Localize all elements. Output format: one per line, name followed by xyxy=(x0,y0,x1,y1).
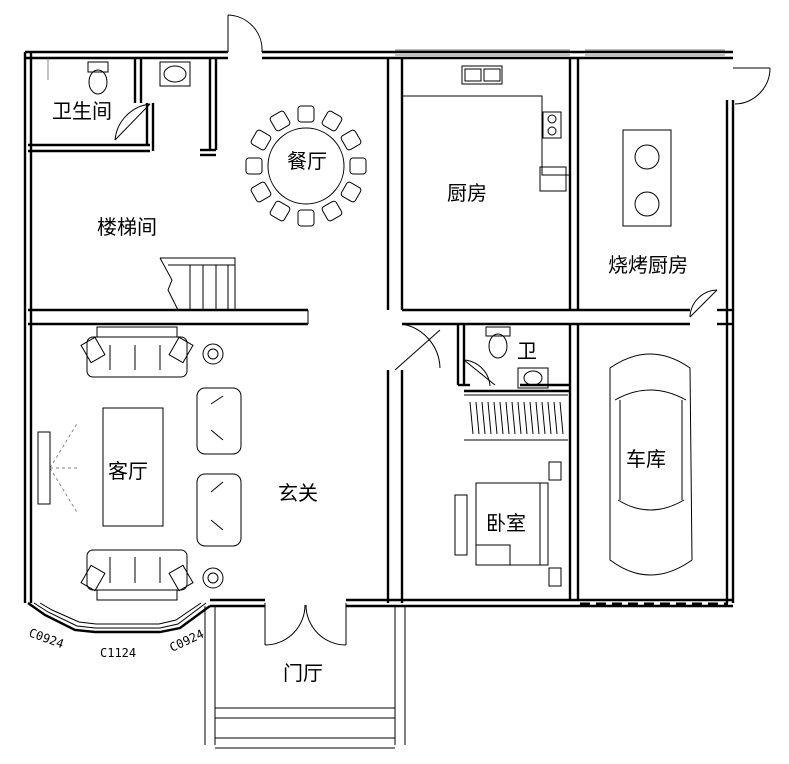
hanger xyxy=(529,401,534,435)
side-table-icons xyxy=(202,343,224,589)
fridge-icon xyxy=(539,166,567,192)
dining-chair xyxy=(250,181,272,203)
label-kitchen: 厨房 xyxy=(447,181,487,205)
kitchen-sink-icon xyxy=(461,65,503,85)
dining-table-top xyxy=(267,127,345,205)
windows-top xyxy=(395,49,725,56)
dining-chair xyxy=(269,110,291,132)
hanger xyxy=(523,401,528,435)
label-stairwell: 楼梯间 xyxy=(97,215,157,239)
hanger xyxy=(541,401,546,435)
coffee-table-icon xyxy=(102,407,164,527)
label-bedroom: 卧室 xyxy=(486,511,526,535)
dining-chair xyxy=(340,181,362,203)
hanger xyxy=(505,401,510,435)
hanger xyxy=(511,401,516,435)
hanger xyxy=(493,401,498,435)
label-garage: 车库 xyxy=(626,447,666,471)
dining-chair xyxy=(297,209,315,227)
basin-icon xyxy=(159,61,191,87)
interior-walls xyxy=(28,58,733,603)
bbq-grill-icon xyxy=(622,129,672,227)
label-window-bay-left: C0924 xyxy=(27,626,66,652)
stairs-icon xyxy=(159,257,236,311)
dining-table-icon xyxy=(245,105,367,227)
hanger xyxy=(475,401,480,435)
dining-chair xyxy=(340,129,362,151)
label-window-bay-right: C0924 xyxy=(167,627,206,655)
hanger xyxy=(481,401,486,435)
sofa-bottom-icon xyxy=(80,549,194,601)
label-porch: 门厅 xyxy=(283,661,323,685)
hanger xyxy=(469,401,474,435)
bay-window xyxy=(27,602,211,634)
stove-icon xyxy=(542,111,562,139)
small-basin-icon xyxy=(517,367,549,389)
hanger xyxy=(499,401,504,435)
hanger xyxy=(559,401,564,435)
label-living: 客厅 xyxy=(108,459,148,483)
label-small-bath: 卫 xyxy=(517,339,537,363)
hanger xyxy=(487,401,492,435)
car-icon xyxy=(609,353,693,576)
label-bbq-kitchen: 烧烤厨房 xyxy=(608,253,688,277)
sofa-top-icon xyxy=(80,326,194,378)
doors xyxy=(114,14,771,646)
small-toilet-icon xyxy=(485,326,511,359)
label-bathroom: 卫生间 xyxy=(52,99,112,123)
dining-chair xyxy=(245,157,263,175)
hanger xyxy=(517,401,522,435)
label-foyer: 玄关 xyxy=(278,481,318,505)
tv-icon xyxy=(37,421,79,515)
label-window-bay-mid: C1124 xyxy=(100,646,136,660)
toilet-icon xyxy=(87,61,109,95)
porch-structure xyxy=(204,606,406,749)
closet-hangers xyxy=(469,401,564,435)
armchair-icon xyxy=(196,387,242,547)
dining-chair xyxy=(321,200,343,222)
exterior-walls xyxy=(23,50,735,608)
dining-chair xyxy=(250,129,272,151)
dining-chair xyxy=(269,200,291,222)
hanger xyxy=(547,401,552,435)
dining-chair xyxy=(297,105,315,123)
hanger xyxy=(535,401,540,435)
dining-chair xyxy=(321,110,343,132)
label-dining: 餐厅 xyxy=(287,149,327,173)
kitchen-counter xyxy=(402,95,570,176)
dining-chair xyxy=(349,157,367,175)
hanger xyxy=(553,401,558,435)
bed-icon xyxy=(454,461,562,587)
room-labels: 卫生间 餐厅 厨房 烧烤厨房 楼梯间 客厅 玄关 卫 卧室 车库 门厅 xyxy=(52,99,688,685)
